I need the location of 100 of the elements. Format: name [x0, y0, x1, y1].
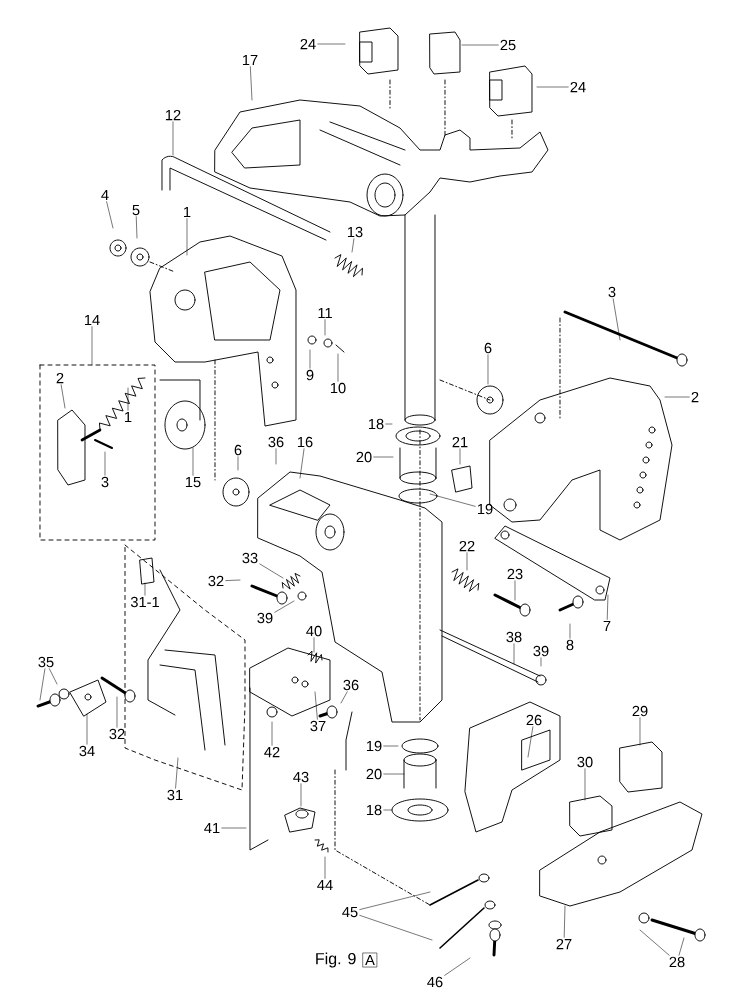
callout-number: 39: [257, 612, 273, 624]
leader-line: [466, 552, 468, 571]
callout-number: 19: [366, 740, 382, 752]
leader-line: [237, 456, 239, 471]
callout-number: 8: [566, 639, 574, 651]
callout-number: 30: [577, 756, 593, 768]
callout-number: 38: [506, 631, 522, 643]
callout-number: 2: [56, 372, 64, 384]
leader-line: [359, 915, 433, 941]
leader-line: [274, 600, 295, 613]
leader-line: [309, 349, 311, 369]
callout-number: 1: [184, 207, 191, 218]
leader-line: [39, 668, 46, 701]
leader-line: [317, 43, 346, 45]
callout-number: 23: [507, 568, 523, 580]
leader-line: [192, 447, 194, 476]
callout-number: 28: [669, 956, 685, 968]
leader-line: [337, 353, 339, 382]
callout-number: 41: [204, 822, 220, 834]
leader-line: [313, 637, 315, 653]
leader-line: [569, 623, 571, 639]
leader-line: [104, 451, 106, 476]
leader-line: [359, 891, 431, 910]
callout-number: 37: [310, 720, 326, 732]
leader-line: [49, 668, 58, 685]
callout-number: 12: [165, 109, 181, 121]
leader-line: [461, 44, 499, 46]
callout-number: 5: [132, 204, 140, 216]
leader-line: [487, 354, 489, 385]
leader-line: [275, 448, 277, 465]
callout-number: 42: [264, 746, 280, 758]
leader-line: [563, 905, 566, 938]
callout-number: 24: [300, 38, 316, 50]
leader-line: [91, 326, 93, 366]
leader-line: [351, 238, 355, 253]
callout-number: 10: [330, 382, 346, 394]
leader-line: [175, 757, 179, 789]
callout-number: 7: [603, 620, 611, 632]
leader-line: [144, 582, 146, 596]
callout-number: 36: [343, 679, 359, 691]
leader-line: [324, 319, 326, 336]
leader-line: [383, 773, 405, 775]
callout-number: 6: [484, 342, 492, 354]
callout-number: 9: [306, 369, 314, 381]
callout-number: 31-1: [130, 596, 159, 608]
callout-number: 6: [234, 444, 242, 456]
callout-number: 25: [500, 39, 516, 51]
leader-line: [116, 696, 118, 728]
callout-number: 17: [242, 55, 258, 66]
leader-line: [300, 783, 302, 807]
figure-caption: Fig. 9: [316, 952, 356, 968]
leader-line: [250, 66, 253, 101]
callout-number: 40: [306, 625, 322, 637]
leader-line: [373, 456, 394, 458]
leader-line: [106, 201, 114, 229]
callout-number: 26: [526, 714, 542, 726]
callout-number: 13: [347, 226, 363, 238]
callout-number: 11: [318, 308, 332, 319]
leader-line: [536, 86, 569, 88]
leader-line: [639, 929, 670, 956]
callout-number: 2: [691, 391, 699, 403]
callout-number: 32: [208, 575, 224, 587]
callout-number: 18: [366, 804, 382, 816]
callout-number: 43: [293, 771, 309, 783]
leader-line: [606, 594, 609, 620]
callout-number: 20: [356, 451, 372, 463]
callout-number: 21: [452, 436, 468, 448]
leader-line: [429, 493, 476, 507]
leader-line: [127, 387, 129, 411]
leader-line: [299, 448, 305, 479]
leader-line: [340, 691, 348, 704]
callout-number: 24: [570, 81, 586, 93]
callout-number: 3: [101, 476, 109, 488]
leader-line: [527, 726, 534, 758]
leader-line: [678, 937, 685, 956]
leader-line: [540, 657, 542, 667]
callout-number: 20: [366, 768, 382, 780]
leader-line: [225, 579, 241, 581]
leader-line: [584, 768, 586, 801]
leader-line: [221, 827, 247, 829]
leader-line: [271, 721, 273, 746]
callout-number: 35: [38, 656, 54, 668]
callout-number: 45: [342, 906, 358, 918]
callout-number: 44: [317, 879, 333, 891]
callout-number: 32: [109, 728, 125, 740]
callout-number: 39: [533, 645, 549, 657]
leader-line: [383, 745, 399, 747]
leader-line: [459, 448, 461, 465]
leader-line: [444, 957, 471, 976]
leader-line: [135, 216, 138, 239]
leader-line: [314, 691, 318, 720]
leader-line: [86, 713, 88, 745]
leader-line: [612, 298, 621, 341]
leader-line: [513, 643, 515, 665]
callout-number: 14: [84, 314, 100, 326]
callout-number: 19: [477, 503, 493, 515]
callout-number: 4: [101, 190, 109, 201]
callout-number: 34: [79, 745, 95, 757]
leader-line: [172, 121, 174, 156]
boxed-letter: A: [362, 952, 378, 968]
